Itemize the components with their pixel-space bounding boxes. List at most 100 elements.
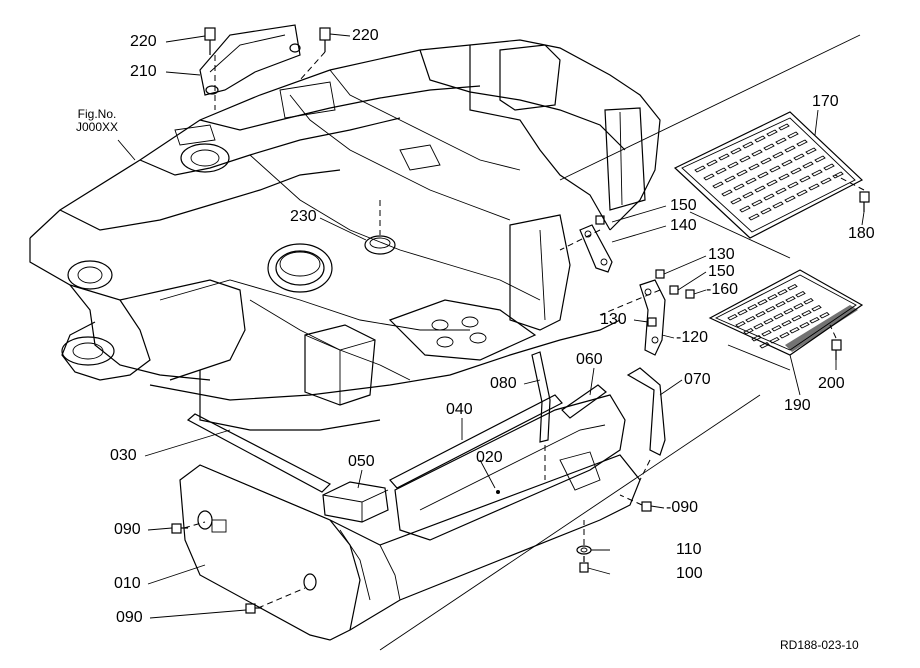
plate-slot — [775, 187, 787, 195]
plate-slot — [778, 123, 790, 131]
plate-slot — [763, 317, 774, 325]
part-label-150b: 150 — [708, 263, 735, 280]
plate-slot — [796, 139, 808, 147]
plate-slot — [706, 159, 718, 167]
plate-slot — [781, 319, 792, 327]
plate-slot — [748, 213, 760, 221]
plate-slot — [733, 183, 745, 191]
plate-slot — [757, 298, 768, 306]
leader-lines — [117, 33, 865, 619]
plate-slot — [703, 173, 715, 181]
part-label-180: 180 — [848, 225, 875, 242]
plate-slot — [718, 153, 730, 161]
plate-slot — [739, 155, 751, 163]
plate-slot — [754, 135, 766, 143]
plate-slot — [778, 173, 790, 181]
plate-slot — [773, 312, 784, 320]
plate-slot — [789, 326, 800, 334]
part-label-120: -120 — [676, 329, 709, 346]
part-label-050: 050 — [348, 453, 375, 470]
plate-slot — [784, 145, 796, 153]
strip-030 — [186, 413, 332, 493]
part-label-160: -160 — [706, 281, 739, 298]
part-label-060: 060 — [576, 351, 603, 368]
part-label-230: 230 — [290, 208, 317, 225]
plate-slot — [766, 179, 778, 187]
plate-slot — [793, 302, 804, 310]
part-label-190: 190 — [784, 397, 811, 414]
rod-080 — [531, 351, 551, 443]
plate-slot — [787, 283, 798, 291]
plate-slot — [724, 175, 736, 183]
plate-slot — [793, 153, 805, 161]
plate-slot — [766, 129, 778, 137]
part-label-130a: 130 — [708, 246, 735, 263]
part-label-150a: 150 — [670, 197, 697, 214]
part-label-110: 110 — [676, 541, 702, 558]
cover-020 — [394, 394, 626, 541]
plate-slot — [748, 163, 760, 171]
plate-slot — [769, 336, 780, 344]
bracket-140 — [579, 224, 613, 273]
plate-slot — [803, 297, 814, 305]
plate-slot — [799, 321, 810, 329]
part-label-170: 170 — [812, 93, 839, 110]
part-label-200: 200 — [818, 375, 845, 392]
part-label-090c: 090 — [116, 609, 143, 626]
outline-lines — [379, 34, 861, 651]
plate-slot — [814, 155, 826, 163]
plate-slot — [763, 193, 775, 201]
figure-reference: Fig.No. J000XX — [66, 108, 128, 134]
plate-slot — [784, 195, 796, 203]
plate-slot — [802, 161, 814, 169]
plate-slot — [735, 320, 746, 328]
plate-slot — [771, 324, 782, 332]
part-label-040: 040 — [446, 401, 473, 418]
plate-slot — [783, 307, 794, 315]
drawing-code: RD188-023-10 — [780, 638, 859, 652]
plate-slot — [765, 305, 776, 313]
plate-slot — [745, 177, 757, 185]
plate-slot — [757, 171, 769, 179]
bolt-180 — [859, 191, 870, 212]
plate-slot — [808, 183, 820, 191]
plate-slot — [823, 163, 835, 171]
plate-slot — [715, 167, 727, 175]
plate-slot — [751, 334, 762, 342]
plate-slot — [775, 300, 786, 308]
plate-slot — [785, 295, 796, 303]
bolts-090 — [171, 501, 652, 614]
plate-slot — [721, 189, 733, 197]
part-label-010: 010 — [114, 575, 141, 592]
figure-ref-line2: J000XX — [75, 120, 119, 134]
plate-slot — [769, 165, 781, 173]
figure-ref-line1: Fig.No. — [77, 107, 117, 121]
strip-040 — [389, 394, 563, 489]
cap-230 — [364, 235, 396, 255]
plate-slot — [772, 201, 784, 209]
part-label-070: 070 — [684, 371, 711, 388]
plate-slot — [736, 169, 748, 177]
strip-060 — [561, 384, 607, 419]
plate-slot — [811, 169, 823, 177]
part-label-220a: 220 — [130, 33, 157, 50]
part-label-090a: 090 — [114, 521, 141, 538]
plate-slot — [751, 149, 763, 157]
part-label-020: 020 — [476, 449, 503, 466]
part-label-140: 140 — [670, 217, 697, 234]
step-plate-170 — [673, 111, 864, 239]
part-label-080: 080 — [490, 375, 517, 392]
plate-slot — [777, 288, 788, 296]
plate-slot — [795, 290, 806, 298]
plate-slot — [742, 141, 754, 149]
plate-slot — [743, 327, 754, 335]
bolt-100 — [579, 556, 589, 573]
plate-slot — [787, 181, 799, 189]
plate-slot — [819, 311, 830, 319]
plate-slot — [759, 341, 770, 349]
seal-070 — [626, 367, 666, 456]
construction-lines — [183, 51, 865, 609]
plate-slot — [787, 131, 799, 139]
plate-slot — [755, 310, 766, 318]
plate-slot — [747, 303, 758, 311]
